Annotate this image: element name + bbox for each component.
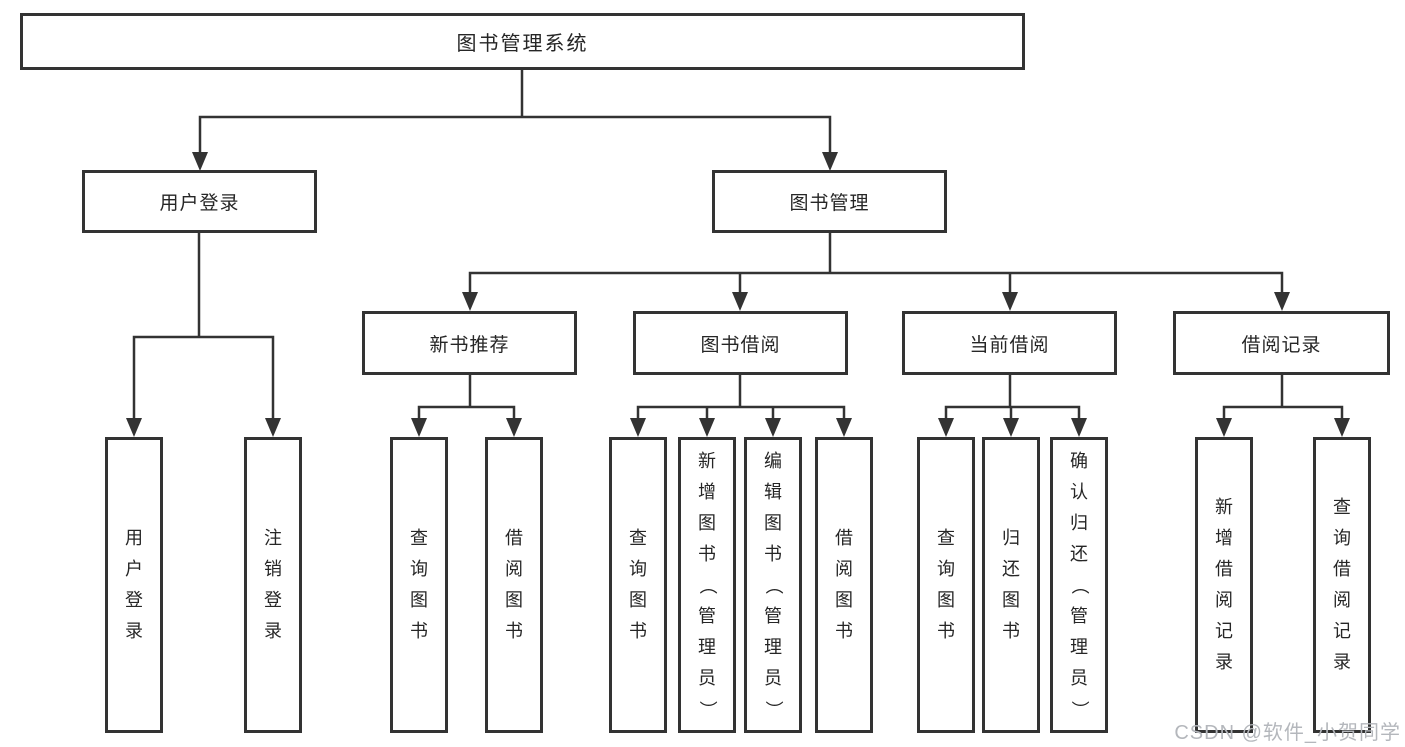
leaf-label: 注销登录 xyxy=(264,528,282,641)
node-label: 图书借阅 xyxy=(700,334,781,356)
leaf-add-borrow-record: 新增借阅记录 xyxy=(1195,437,1253,733)
leaf-label: 新增图书（管理员） xyxy=(697,450,718,719)
leaf-query-borrow-record: 查询借阅记录 xyxy=(1313,437,1371,733)
leaf-return-books: 归还图书 xyxy=(982,437,1040,733)
node-current-borrowing: 当前借阅 xyxy=(902,311,1117,375)
leaf-edit-books-admin: 编辑图书（管理员） xyxy=(744,437,802,733)
leaf-label: 编辑图书（管理员） xyxy=(763,450,784,719)
leaf-label: 查询图书 xyxy=(937,528,955,641)
leaf-label: 查询图书 xyxy=(410,528,428,641)
node-label: 图书管理 xyxy=(789,193,870,214)
leaf-query-books-3: 查询图书 xyxy=(917,437,975,733)
node-label: 当前借阅 xyxy=(969,334,1050,356)
leaf-add-books-admin: 新增图书（管理员） xyxy=(678,437,736,733)
node-book-management: 图书管理 xyxy=(712,170,947,233)
leaf-label: 确认归还（管理员） xyxy=(1069,450,1090,719)
node-library-management-system: 图书管理系统 xyxy=(20,13,1025,70)
node-new-book-recommend: 新书推荐 xyxy=(362,311,577,375)
leaf-query-books-2: 查询图书 xyxy=(609,437,667,733)
leaf-label: 归还图书 xyxy=(1002,528,1020,641)
leaf-borrow-books-1: 借阅图书 xyxy=(485,437,543,733)
node-label: 图书管理系统 xyxy=(456,33,589,55)
csdn-watermark: CSDN @软件_小贺同学 xyxy=(1174,722,1401,744)
node-label: 借阅记录 xyxy=(1241,334,1322,356)
leaf-query-books-1: 查询图书 xyxy=(390,437,448,733)
node-book-borrowing: 图书借阅 xyxy=(633,311,848,375)
leaf-label: 新增借阅记录 xyxy=(1215,497,1233,672)
leaf-borrow-books-2: 借阅图书 xyxy=(815,437,873,733)
leaf-label: 借阅图书 xyxy=(835,528,853,641)
leaf-logout: 注销登录 xyxy=(244,437,302,733)
node-user-login: 用户登录 xyxy=(82,170,317,233)
node-borrow-records: 借阅记录 xyxy=(1173,311,1390,375)
leaf-confirm-return-admin: 确认归还（管理员） xyxy=(1050,437,1108,733)
leaf-label: 用户登录 xyxy=(125,528,143,641)
leaf-label: 借阅图书 xyxy=(505,528,523,641)
leaf-label: 查询图书 xyxy=(629,528,647,641)
node-label: 用户登录 xyxy=(159,193,240,214)
leaf-user-login: 用户登录 xyxy=(105,437,163,733)
leaf-label: 查询借阅记录 xyxy=(1333,497,1351,672)
node-label: 新书推荐 xyxy=(429,334,510,356)
